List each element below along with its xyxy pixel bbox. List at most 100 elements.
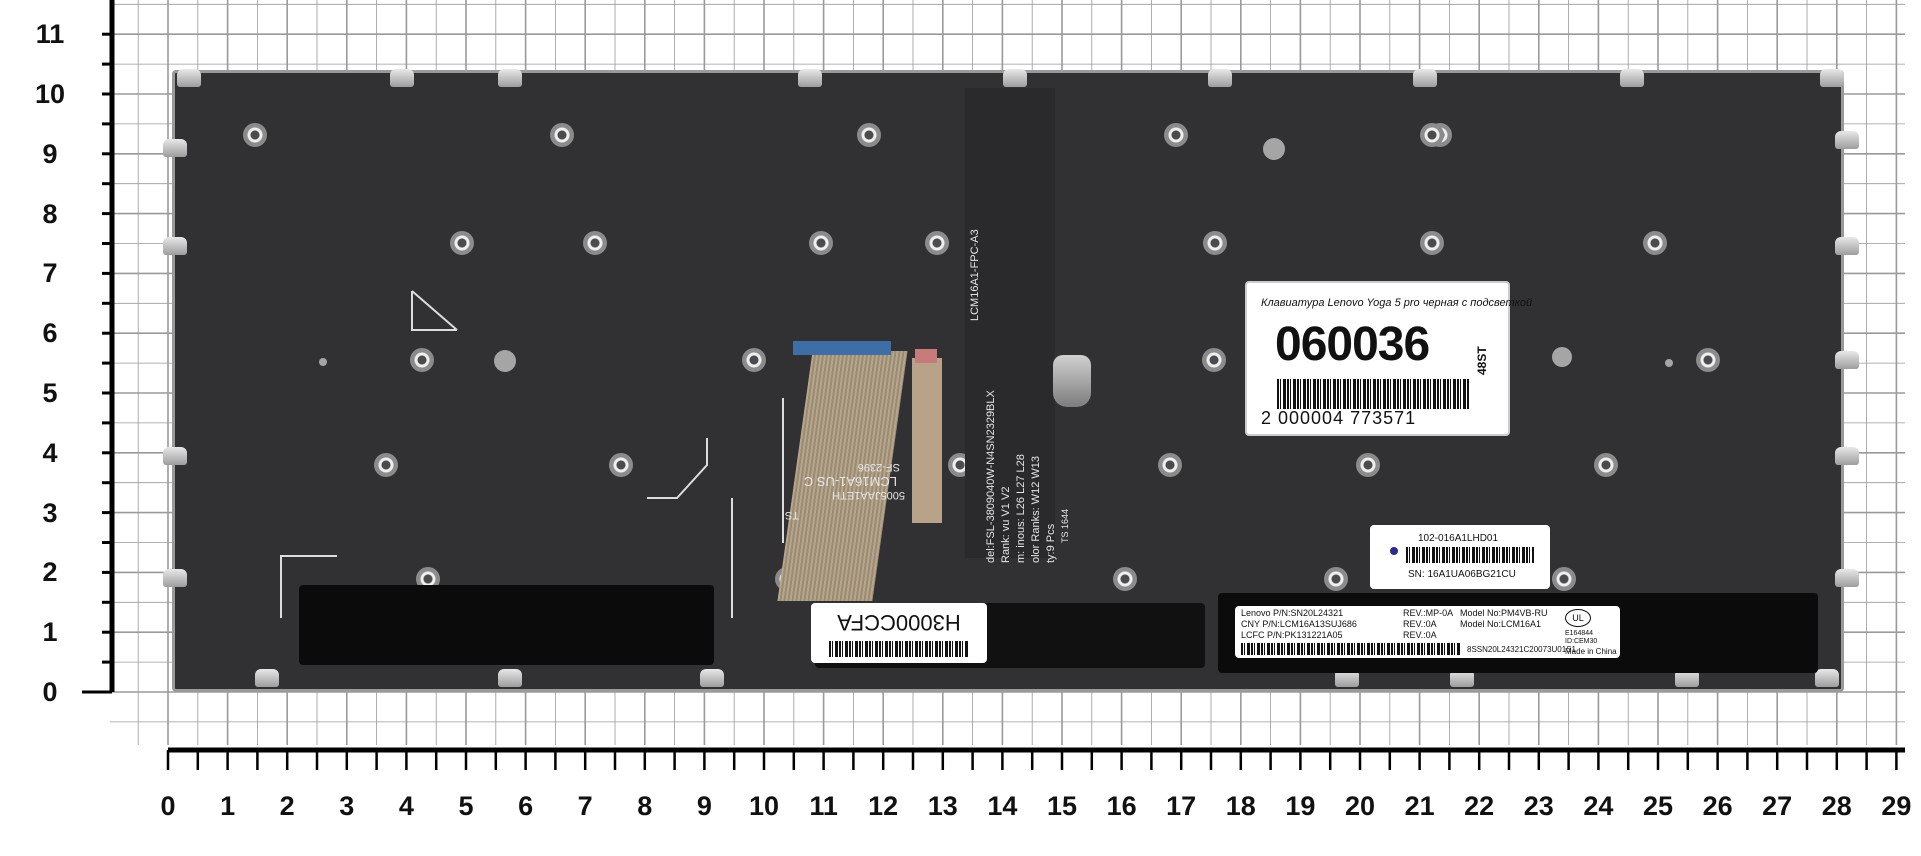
x-tick-label: 19 — [1285, 791, 1316, 821]
mounting-tab — [1835, 131, 1859, 149]
lenovo-cert-1: E164844 — [1565, 630, 1594, 637]
board-markings — [280, 290, 784, 618]
screw-stud — [1420, 123, 1444, 147]
screw-stud — [583, 231, 607, 255]
x-tick-label: 16 — [1106, 791, 1137, 821]
lenovo-pn-line-1: Lenovo P/N:SN20L24321 — [1241, 608, 1344, 618]
y-tick-label: 11 — [35, 19, 65, 50]
price-sticker-barcode-text: 2 000004 773571 — [1261, 408, 1417, 428]
lenovo-bottom-code: 8SSN20L24321C20073U01S1 — [1467, 645, 1576, 654]
plastic-plug — [1665, 359, 1673, 367]
mounting-tab — [1335, 669, 1359, 687]
screw-stud — [450, 231, 474, 255]
plastic-plug — [1552, 347, 1572, 367]
screw-stud — [1158, 453, 1182, 477]
x-tick-label: 7 — [577, 791, 593, 821]
screw-stud — [1594, 453, 1618, 477]
led-ribbon-cable — [912, 358, 942, 523]
h-code-sticker: H3000CCFA — [811, 603, 987, 663]
y-tick-label: 3 — [42, 497, 58, 528]
keyboard-back-panel: LCM16A1-FPC-A3 LCM16A1-US C SF-2396 5005… — [163, 69, 1859, 692]
mounting-tab — [1815, 669, 1839, 687]
x-tick-label: 18 — [1225, 791, 1256, 821]
x-tick-label: 12 — [868, 791, 899, 821]
lenovo-made-in: Made in China — [1565, 647, 1617, 656]
serial-number: SN: 16A1UA06BG21CU — [1408, 569, 1516, 580]
serial-sticker: 102-016A1LHD01 SN: 16A1UA06BG21CU — [1370, 525, 1550, 589]
x-tick-label: 23 — [1523, 791, 1554, 821]
y-tick-label: 0 — [42, 677, 58, 707]
y-tick-label: 5 — [42, 378, 58, 408]
x-tick-label: 29 — [1881, 791, 1912, 821]
screw-stud — [742, 348, 766, 372]
mounting-tab — [1835, 351, 1859, 369]
mounting-tab — [163, 237, 187, 255]
screw-stud — [374, 453, 398, 477]
lenovo-cert-2: ID:CEM30 — [1565, 638, 1598, 645]
x-tick-label: 6 — [518, 791, 534, 821]
screw-stud — [1420, 231, 1444, 255]
x-tick-label: 25 — [1642, 791, 1674, 821]
x-tick-label: 26 — [1702, 791, 1733, 821]
mounting-tab — [1675, 669, 1699, 687]
mounting-tab — [1620, 69, 1644, 87]
mounting-tab — [163, 569, 187, 587]
screw-stud — [550, 123, 574, 147]
lenovo-label: Lenovo P/N:SN20L24321 CNY P/N:LCM16A13SU… — [1235, 606, 1620, 658]
h-code-text: H3000CCFA — [837, 610, 961, 635]
x-tick-label: 22 — [1464, 791, 1495, 821]
x-tick-label: 10 — [748, 791, 780, 821]
screw-stud — [857, 123, 881, 147]
mounting-tab — [163, 447, 187, 465]
y-tick-label: 1 — [42, 617, 58, 648]
price-sticker-barcode — [1277, 379, 1469, 409]
fpc-connector-blue — [793, 341, 891, 355]
y-tick-label: 6 — [42, 318, 58, 349]
mounting-tab — [1835, 569, 1859, 587]
price-sticker-title: Клавиатура Lenovo Yoga 5 pro черная с по… — [1261, 297, 1533, 309]
x-tick-label: 2 — [279, 791, 295, 821]
x-tick-label: 13 — [927, 791, 958, 821]
mounting-tab — [1003, 69, 1027, 87]
x-tick-label: 1 — [220, 791, 236, 821]
screw-stud — [1356, 453, 1380, 477]
mounting-tab — [177, 69, 201, 87]
x-tick-label: 14 — [987, 791, 1018, 821]
y-tick-label: 8 — [42, 198, 58, 229]
plastic-plug — [319, 358, 327, 366]
x-tick-label: 28 — [1821, 791, 1852, 821]
lenovo-pn-line-3: LCFC P/N:PK131221A05 — [1241, 630, 1343, 640]
mounting-tab — [1413, 69, 1437, 87]
lenovo-rev-1: REV.:MP-0A — [1403, 608, 1454, 618]
fpc-backplate — [965, 88, 1055, 558]
mounting-tab — [700, 669, 724, 687]
screw-stud — [243, 123, 267, 147]
mounting-tab — [1450, 669, 1474, 687]
x-tick-label: 0 — [160, 791, 176, 821]
y-tick-label: 2 — [42, 557, 58, 588]
mounting-tab — [498, 669, 522, 687]
x-tick-label: 3 — [339, 791, 355, 821]
x-tick-label: 11 — [809, 791, 838, 821]
mounting-tab — [1208, 69, 1232, 87]
screw-stud — [1203, 231, 1227, 255]
h-code-barcode — [829, 641, 969, 657]
lenovo-rev-2: REV.:0A — [1403, 619, 1437, 629]
plastic-plug — [1263, 138, 1285, 160]
y-tick-label: 7 — [42, 258, 58, 289]
mounting-tab — [1835, 447, 1859, 465]
mounting-tab — [498, 69, 522, 87]
screw-stud — [1202, 348, 1226, 372]
serial-part: 102-016A1LHD01 — [1418, 533, 1499, 544]
screw-stud — [1696, 348, 1720, 372]
x-tick-label: 15 — [1046, 791, 1078, 821]
price-sticker-side-code: 48ST — [1475, 346, 1489, 375]
x-tick-label: 17 — [1166, 791, 1197, 821]
x-tick-label: 5 — [458, 791, 474, 821]
lenovo-barcode — [1241, 643, 1461, 655]
lenovo-model-2: Model No:LCM16A1 — [1460, 619, 1542, 629]
screw-stud — [1113, 567, 1137, 591]
ul-mark-icon: UL — [1565, 609, 1591, 627]
screw-stud — [809, 231, 833, 255]
x-tick-label: 24 — [1583, 791, 1614, 821]
